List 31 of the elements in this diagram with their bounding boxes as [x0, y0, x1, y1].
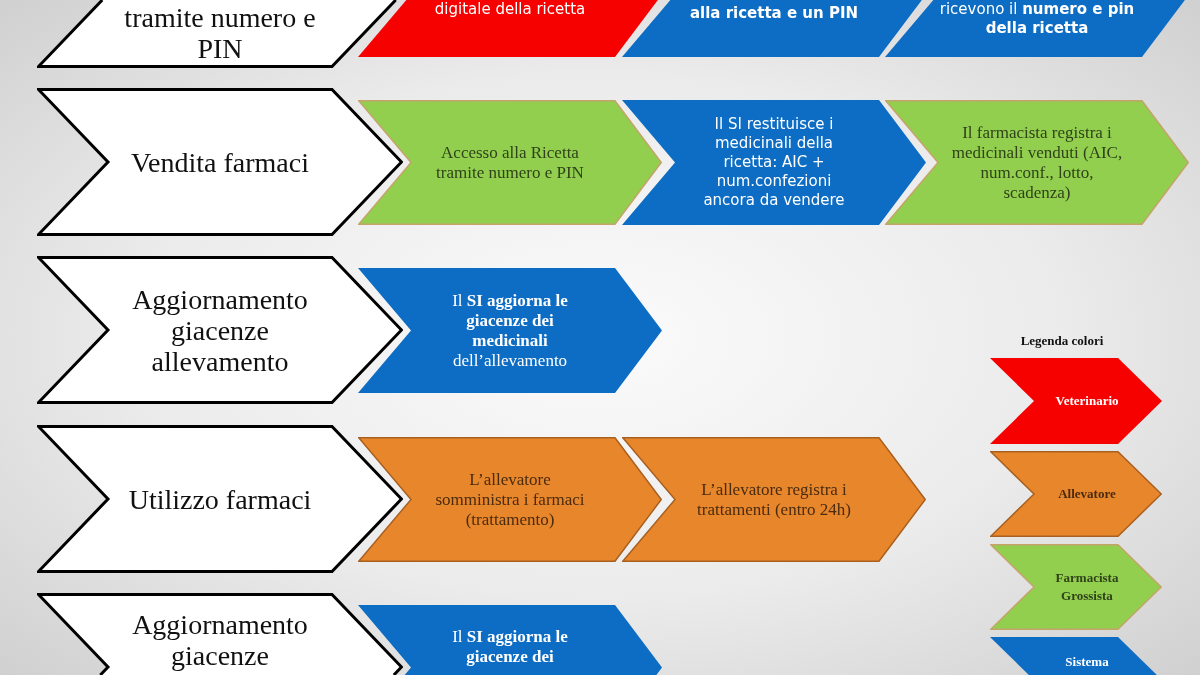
step-description: Il farmacista registra i medicinali venduti (AIC, num.conf., lotto, scadenza) — [951, 122, 1123, 203]
phase-header — [37, 256, 403, 404]
legend-text: Farmacista Grossista — [1054, 569, 1120, 605]
process-step — [622, 100, 926, 225]
process-step — [885, 100, 1189, 225]
legend-text: Sistema — [1065, 653, 1109, 671]
phase-title: Aggiornamento giacenze — [131, 609, 309, 671]
phase-header — [37, 593, 403, 675]
step-description: digitale della ricetta — [434, 0, 586, 19]
phase-header — [37, 425, 403, 573]
step-description: alla ricetta e un PIN — [689, 4, 859, 23]
step-description: Accesso alla Ricetta tramite numero e PIN — [435, 142, 585, 183]
step-description: L’allevatore registra i trattamenti (entro 24h) — [696, 479, 852, 520]
step-description: L’allevatore somministra i farmaci (trattamento) — [434, 469, 586, 530]
step-description: Il SI restituisce i medicinali della ricetta: AIC + num.confezioni ancora da vendere — [702, 115, 846, 210]
process-step — [622, 437, 926, 562]
step-description: ricevono il numero e pin della ricetta — [938, 0, 1136, 38]
process-step — [358, 605, 662, 675]
phase-title: Aggiornamento giacenze allevamento — [131, 283, 309, 377]
process-step — [358, 100, 662, 225]
process-step — [358, 268, 662, 393]
phase-title: tramite numero e PIN — [123, 2, 317, 64]
legend-text: Veterinario — [1055, 392, 1119, 410]
step-description: Il SI aggiorna le giacenze dei — [451, 627, 569, 667]
step-description: Il SI aggiorna le giacenze dei medicinali dell’allevamento — [451, 290, 569, 371]
legend-title: Legenda colori — [1020, 333, 1104, 349]
phase-title: Utilizzo farmaci — [128, 483, 312, 515]
legend-text: Allevatore — [1058, 485, 1116, 503]
phase-title: Vendita farmaci — [131, 146, 309, 178]
phase-header — [37, 88, 403, 236]
process-step — [358, 437, 662, 562]
